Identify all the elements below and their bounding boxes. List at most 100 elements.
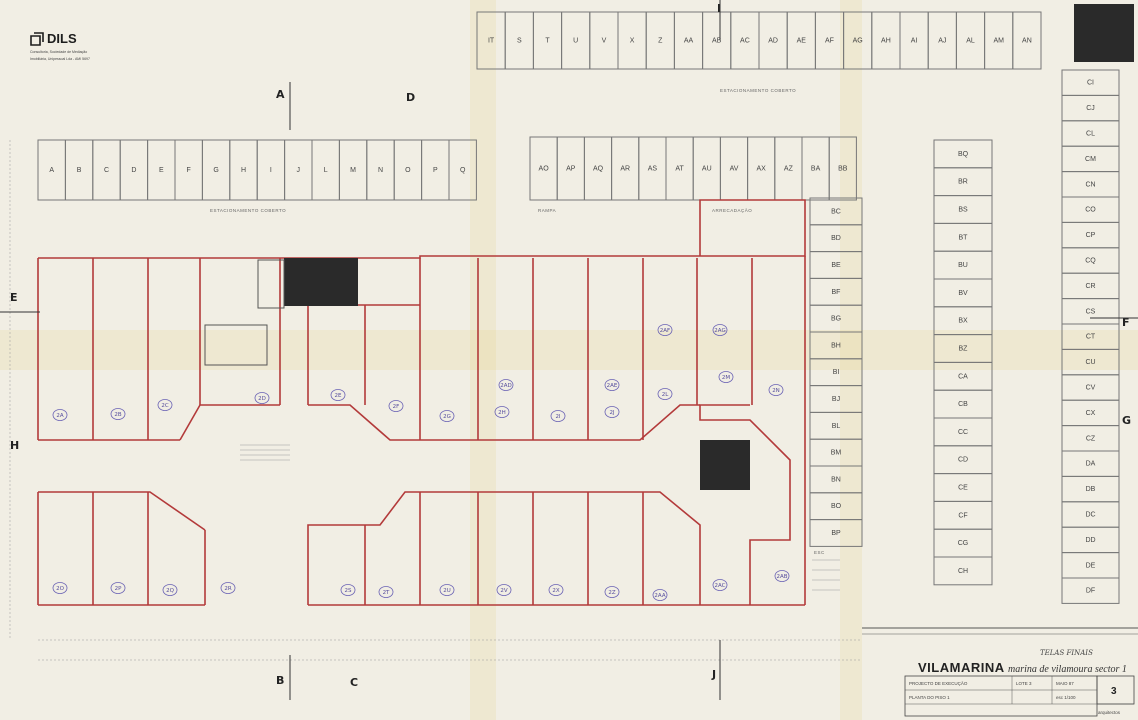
shop-number-circle xyxy=(718,371,734,383)
logo-mark-icon xyxy=(30,31,44,46)
shop-number: 2AE xyxy=(607,383,618,389)
parking-stall-label: AX xyxy=(757,166,767,173)
parking-stall-label: DC xyxy=(1085,512,1095,519)
parking-stall-label: BO xyxy=(831,503,842,510)
drawing-scale: esc 1/100 xyxy=(1056,695,1076,700)
parking-stall-label: AZ xyxy=(784,166,794,173)
parking-stall-label: AU xyxy=(702,166,712,173)
shop-number-circle xyxy=(550,410,566,422)
parking-stall-label: BU xyxy=(958,262,968,269)
shop-number: 2AG xyxy=(714,328,725,334)
parking-stall xyxy=(1012,11,1042,70)
light-well xyxy=(700,440,750,490)
parking-stall-label: BX xyxy=(958,318,968,325)
section-mark-i: I xyxy=(717,2,721,15)
parking-stall-label: A xyxy=(49,167,54,174)
logo-tagline-2: Imobiliária, Unipessoal Lda - AMI 5697 xyxy=(30,56,90,61)
parking-stall-label: BJ xyxy=(832,396,840,403)
parking-stall-label: AM xyxy=(993,38,1004,45)
shop-number-circle xyxy=(548,584,564,596)
shop-number: 2D xyxy=(258,396,266,402)
note-ramp: RAMPA xyxy=(538,208,556,213)
parking-stall xyxy=(809,519,863,547)
parking-stall-label: AG xyxy=(853,38,863,45)
shop-number: 2G xyxy=(443,414,451,420)
drawing-name: PLANTA DO PISO 1 xyxy=(909,695,950,700)
parking-stall-label: DA xyxy=(1086,461,1096,468)
shop-number: 2E xyxy=(335,393,342,399)
parking-stall-label: AT xyxy=(675,166,684,173)
shop-number-circle xyxy=(712,579,728,591)
parking-stall-label: DE xyxy=(1086,562,1096,569)
shop-number: 2J xyxy=(609,410,614,416)
section-mark-c: C xyxy=(350,676,358,689)
parking-stall xyxy=(933,556,993,586)
parking-stall-label: N xyxy=(378,167,383,174)
parking-stall-label: IT xyxy=(488,38,495,45)
dils-logo: DILS Consultoria, Sociedade de Mediação … xyxy=(30,30,140,61)
title-block: TELAS FINAIS VILAMARINA marina de vilamo… xyxy=(862,627,1138,717)
shop-partitions xyxy=(92,258,753,605)
shop-number: 2A xyxy=(56,413,63,419)
parking-stall-label: CI xyxy=(1087,80,1094,87)
parking-stall-label: CR xyxy=(1085,283,1095,290)
parking-stall-label: BL xyxy=(832,423,841,430)
shop-number-circle xyxy=(162,584,178,596)
parking-stall-label: CB xyxy=(958,401,968,408)
parking-stall-label: CP xyxy=(1086,232,1096,239)
parking-stall-label: I xyxy=(270,167,272,174)
parking-stall-label: X xyxy=(630,38,635,45)
parking-stall-label: BN xyxy=(831,476,841,483)
shop-number-circle xyxy=(657,388,673,400)
parking-stall-label: BH xyxy=(831,342,841,349)
parking-stall-label: BM xyxy=(831,450,842,457)
shop-number-circle xyxy=(439,410,455,422)
note-parking-left: ESTACIONAMENTO COBERTO xyxy=(210,208,286,213)
shop-number: 2L xyxy=(662,392,669,398)
parking-stall-label: BG xyxy=(831,316,841,323)
parking-stall-label: CA xyxy=(958,373,968,380)
shop-number: 2R xyxy=(224,586,231,592)
parking-stall-label: G xyxy=(213,167,218,174)
parking-stall-label: CM xyxy=(1085,156,1096,163)
shop-number-circle xyxy=(220,582,236,594)
shop-number-circle xyxy=(498,379,514,391)
shop-number-circle xyxy=(52,409,68,421)
parking-stall-label: BD xyxy=(831,235,841,242)
shop-number-circle xyxy=(604,586,620,598)
parking-stall-label: CU xyxy=(1085,359,1095,366)
sheet-number: 3 xyxy=(1111,686,1117,697)
parking-stall-label: CJ xyxy=(1086,105,1095,112)
shop-number: 2F xyxy=(393,404,400,410)
parking-stall-label: CT xyxy=(1086,334,1096,341)
parking-stall-label: AI xyxy=(911,38,918,45)
shop-number: 2AA xyxy=(654,593,665,599)
parking-stall-label: P xyxy=(433,167,438,174)
section-mark-e: E xyxy=(10,291,18,304)
section-mark-g: G xyxy=(1122,414,1131,427)
parking-stall-label: M xyxy=(350,167,356,174)
shop-number: 2S xyxy=(345,588,352,594)
shop-number-circle xyxy=(439,584,455,596)
shop-number: 2C xyxy=(161,403,168,409)
parking-stall-label: AV xyxy=(730,166,739,173)
shop-number-circle xyxy=(110,408,126,420)
parking-stall-label: AC xyxy=(740,38,750,45)
shop-number-circle xyxy=(774,570,790,582)
shop-number-circle xyxy=(254,392,270,404)
parking-stall-label: O xyxy=(405,167,411,174)
parking-stall-label: CZ xyxy=(1086,435,1096,442)
shop-number: 2T xyxy=(383,590,390,596)
parking-stall-label: BR xyxy=(958,179,968,186)
project-title: VILAMARINA xyxy=(918,660,1005,675)
parking-stall-label: V xyxy=(602,38,607,45)
parking-stall-label: BE xyxy=(831,262,841,269)
parking-stall-label: BI xyxy=(833,369,840,376)
shop-number: 2AD xyxy=(500,383,512,389)
parking-stall-label: BP xyxy=(831,530,841,537)
shop-number-circle xyxy=(712,324,728,336)
top-right-black-square xyxy=(1074,4,1134,62)
shop-number-circle xyxy=(157,399,173,411)
parking-stall-label: C xyxy=(104,167,109,174)
